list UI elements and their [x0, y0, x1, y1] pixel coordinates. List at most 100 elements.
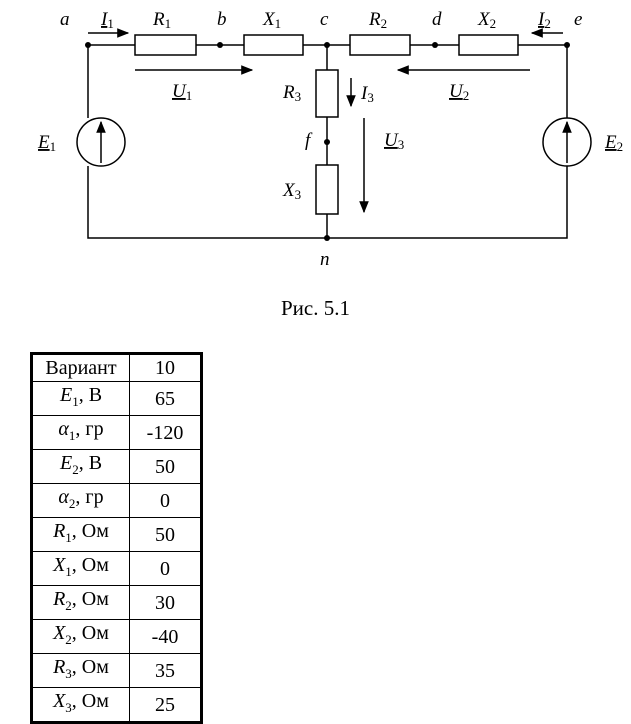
- parameter-symbol: X: [53, 554, 66, 576]
- parameter-name: E2, В: [31, 449, 130, 484]
- parameter-name: α2, гр: [31, 483, 130, 518]
- figure-caption: Рис. 5.1: [281, 296, 350, 320]
- parameter-unit: , Ом: [71, 622, 109, 644]
- parameter-name: X1, Ом: [31, 551, 130, 586]
- parameter-subscript: 2: [72, 462, 79, 477]
- table-header-row: Вариант 10: [31, 353, 202, 382]
- node-d-label: d: [432, 9, 442, 30]
- u1-label: U1: [172, 81, 192, 103]
- x1-label: X1: [262, 9, 281, 31]
- parameter-name: R3, Ом: [31, 653, 130, 688]
- e1-label: E1: [37, 132, 56, 154]
- table-row: α1, гр-120: [31, 415, 202, 450]
- parameter-subscript: 2: [65, 632, 72, 647]
- source-e1: [76, 117, 126, 167]
- resistor-r2: [349, 34, 411, 56]
- r2-label: R2: [368, 9, 387, 31]
- parameter-unit: , гр: [75, 418, 104, 440]
- parameter-value: 25: [129, 687, 202, 723]
- parameter-name: R1, Ом: [31, 517, 130, 552]
- node-dot: [324, 42, 330, 48]
- parameter-symbol: E: [59, 452, 73, 474]
- node-dot: [324, 139, 330, 145]
- parameter-value: 50: [129, 517, 202, 552]
- circuit-diagram: a b c d e f n I1 I2 I3 R1 X1 R2 X2 R3 X3…: [37, 9, 623, 270]
- parameter-symbol: E: [59, 384, 73, 406]
- parameter-value: 50: [129, 449, 202, 484]
- parameter-value: -40: [129, 619, 202, 654]
- current-i2-label: I2: [537, 9, 551, 31]
- parameter-value: 30: [129, 585, 202, 620]
- parameter-symbol: X: [53, 690, 66, 712]
- parameter-subscript: 2: [68, 496, 76, 511]
- node-c-label: c: [320, 9, 329, 30]
- parameter-name: α1, гр: [31, 415, 130, 450]
- parameter-symbol: R: [53, 656, 66, 678]
- node-dot: [85, 42, 91, 48]
- parameter-value: 0: [129, 483, 202, 518]
- parameter-name: R2, Ом: [31, 585, 130, 620]
- parameter-value: -120: [129, 415, 202, 450]
- table-row: X2, Ом-40: [31, 619, 202, 654]
- node-dot: [564, 42, 570, 48]
- r1-label: R1: [152, 9, 171, 31]
- parameter-symbol: R: [53, 520, 66, 542]
- parameter-unit: , Ом: [71, 656, 109, 678]
- e2-label: E2: [604, 132, 623, 154]
- current-i3-label: I3: [360, 83, 374, 105]
- x3-label: X3: [282, 180, 301, 202]
- parameter-value: 35: [129, 653, 202, 688]
- parameter-symbol: α: [58, 486, 69, 508]
- parameter-unit: , Ом: [71, 520, 109, 542]
- node-dot: [432, 42, 438, 48]
- parameter-subscript: 2: [65, 598, 72, 613]
- parameter-value: 0: [129, 551, 202, 586]
- parameter-subscript: 1: [68, 428, 76, 443]
- parameter-symbol: α: [58, 418, 69, 440]
- parameter-name: E1, В: [31, 381, 130, 416]
- node-f-label: f: [305, 130, 313, 151]
- parameter-value: 65: [129, 381, 202, 416]
- u3-label: U3: [384, 130, 404, 152]
- x2-label: X2: [477, 9, 496, 31]
- reactance-x1: [243, 34, 304, 56]
- source-e2: [542, 117, 592, 167]
- r3-label: R3: [282, 82, 301, 104]
- current-i1-label: I1: [100, 9, 114, 31]
- node-e-label: e: [574, 9, 582, 30]
- parameter-symbol: X: [53, 622, 66, 644]
- reactance-x2: [458, 34, 519, 56]
- parameter-subscript: 1: [72, 394, 79, 409]
- parameter-unit: , Ом: [71, 588, 109, 610]
- parameter-unit: , В: [78, 452, 103, 474]
- node-dot: [217, 42, 223, 48]
- variant-label: Вариант: [31, 353, 130, 382]
- parameter-unit: , Ом: [71, 690, 109, 712]
- parameter-subscript: 1: [65, 530, 72, 545]
- u2-label: U2: [449, 81, 469, 103]
- node-a-label: a: [60, 9, 70, 30]
- parameter-unit: , Ом: [71, 554, 109, 576]
- parameter-subscript: 1: [65, 564, 72, 579]
- reactance-x3: [315, 164, 339, 215]
- parameter-name: X3, Ом: [31, 687, 130, 723]
- parameter-name: X2, Ом: [31, 619, 130, 654]
- resistor-r1: [134, 34, 197, 56]
- parameter-unit: , гр: [75, 486, 104, 508]
- node-dot: [324, 235, 330, 241]
- node-b-label: b: [217, 9, 227, 30]
- parameter-unit: , В: [78, 384, 103, 406]
- resistor-r3: [315, 69, 339, 118]
- parameter-symbol: R: [53, 588, 66, 610]
- variant-value: 10: [129, 353, 202, 382]
- node-n-label: n: [320, 249, 330, 270]
